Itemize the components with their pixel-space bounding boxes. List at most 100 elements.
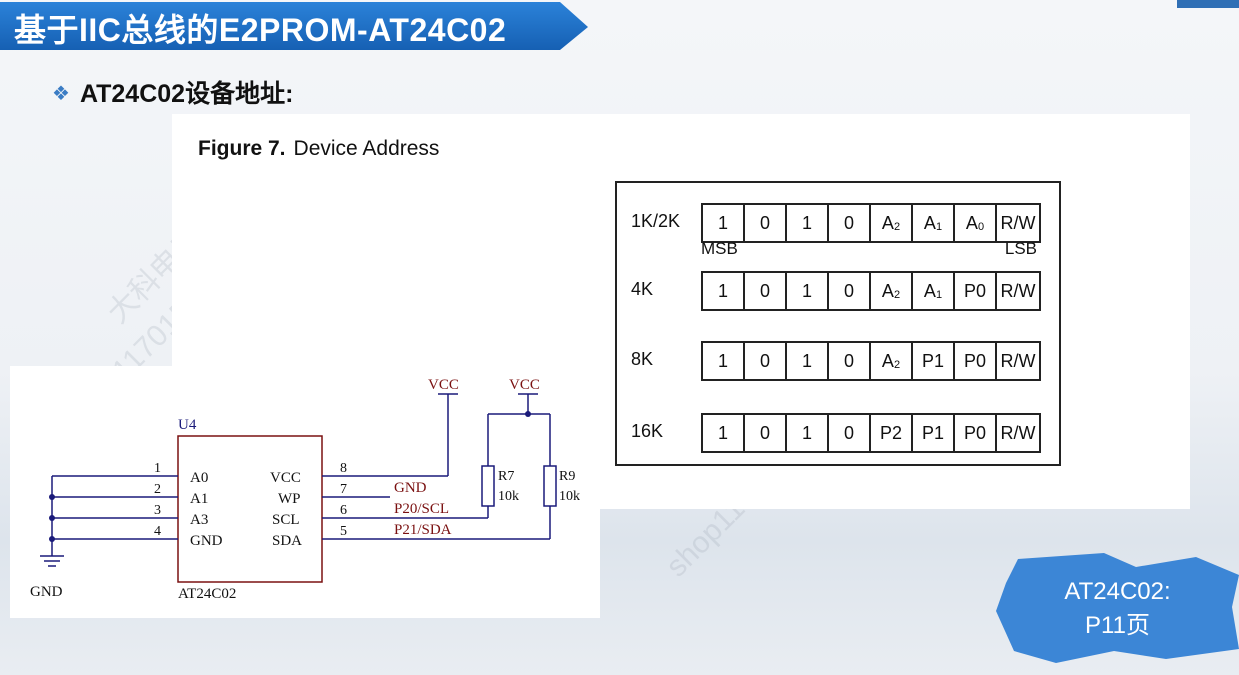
bit-subscript: 2 bbox=[893, 359, 901, 371]
msb-label: MSB bbox=[701, 239, 738, 258]
address-bit-cell: P0 bbox=[955, 415, 997, 451]
bit-value: A bbox=[881, 212, 894, 233]
vcc-label: VCC bbox=[428, 377, 459, 393]
address-bit-cell: P0 bbox=[955, 343, 997, 379]
title-banner-shape bbox=[0, 2, 588, 50]
pin-number: 6 bbox=[340, 503, 347, 518]
gnd-symbol-label: GND bbox=[30, 584, 63, 600]
bit-subscript: 1 bbox=[935, 289, 943, 301]
address-bit-cell: 0 bbox=[829, 415, 871, 451]
bit-subscript: 1 bbox=[935, 221, 943, 233]
pin-number: 8 bbox=[340, 461, 347, 476]
bit-value: A bbox=[923, 212, 936, 233]
address-bit-cell: 0 bbox=[829, 273, 871, 309]
address-bit-cell: 1 bbox=[703, 205, 745, 241]
bit-value: 1 bbox=[717, 350, 728, 371]
badge-text: AT24C02: P11页 bbox=[996, 575, 1239, 643]
left-junctions bbox=[49, 494, 55, 542]
diamond-bullet-icon: ❖ bbox=[52, 83, 70, 105]
badge-line-1: AT24C02: bbox=[1064, 578, 1171, 605]
bit-value: 1 bbox=[801, 212, 812, 233]
right-pin-wires bbox=[322, 393, 557, 540]
bit-value: 0 bbox=[843, 212, 854, 233]
pin-number: 5 bbox=[340, 524, 347, 539]
lsb-label: LSB bbox=[1004, 239, 1037, 258]
bit-value: A bbox=[881, 280, 894, 301]
row-size-label: 16K bbox=[631, 421, 664, 441]
address-bit-cell: 1 bbox=[703, 415, 745, 451]
address-bit-cell: 0 bbox=[745, 273, 787, 309]
vcc-junction bbox=[525, 411, 531, 417]
badge-line-2: P11页 bbox=[1085, 612, 1150, 639]
row-size-label: 8K bbox=[631, 349, 654, 369]
bit-value: 1 bbox=[801, 280, 812, 301]
address-bit-cell: 1 bbox=[787, 205, 829, 241]
bit-subscript: 2 bbox=[893, 221, 901, 233]
pin-number: 2 bbox=[154, 482, 161, 497]
slide-title: 基于IIC总线的E2PROM-AT24C02 bbox=[14, 12, 507, 48]
bit-value: R/W bbox=[1000, 350, 1036, 371]
title-banner: 基于IIC总线的E2PROM-AT24C02 bbox=[0, 0, 590, 52]
pin-name: A1 bbox=[190, 491, 208, 507]
subtitle-text: AT24C02设备地址: bbox=[79, 80, 294, 108]
pin-name: SDA bbox=[272, 533, 302, 549]
chip-ref: U4 bbox=[178, 417, 197, 433]
pin-name: GND bbox=[190, 533, 223, 549]
bit-value: A bbox=[881, 350, 894, 371]
chip-body bbox=[177, 435, 323, 583]
bit-value: 0 bbox=[843, 422, 854, 443]
pin-number: 4 bbox=[154, 524, 161, 539]
bit-value: A bbox=[965, 212, 978, 233]
schematic-drawing: U4 AT24C02 GND 1 2 3 4 A0 A1 A3 GND bbox=[30, 377, 580, 602]
net-label-wp: GND bbox=[394, 480, 427, 496]
net-label-scl: P20/SCL bbox=[394, 501, 449, 517]
figure-title: Device Address bbox=[293, 137, 440, 160]
bit-value: R/W bbox=[1000, 422, 1036, 443]
address-bit-cell: 0 bbox=[745, 415, 787, 451]
address-bit-cell: P1 bbox=[913, 415, 955, 451]
resistor-ref: R9 bbox=[559, 469, 575, 484]
address-bit-cell: 1 bbox=[703, 343, 745, 379]
bit-value: 0 bbox=[759, 280, 770, 301]
address-bit-cell: 1 bbox=[703, 273, 745, 309]
resistor-value: 10k bbox=[559, 489, 580, 504]
address-bit-cell: 0 bbox=[745, 205, 787, 241]
address-bit-cell: 1 bbox=[787, 343, 829, 379]
bit-value: 1 bbox=[717, 212, 728, 233]
vcc-label: VCC bbox=[509, 377, 540, 393]
address-bit-cell: 0 bbox=[829, 343, 871, 379]
pin-name: SCL bbox=[272, 512, 300, 528]
bit-value: P2 bbox=[879, 422, 903, 443]
row-size-label: 1K/2K bbox=[631, 211, 681, 231]
row-size-label: 4K bbox=[631, 279, 654, 299]
bit-value: 0 bbox=[843, 350, 854, 371]
bit-value: 0 bbox=[759, 212, 770, 233]
address-bit-cell: R/W bbox=[997, 343, 1039, 379]
bit-value: 0 bbox=[759, 350, 770, 371]
pin-number: 7 bbox=[340, 482, 347, 497]
address-bit-cell: 0 bbox=[745, 343, 787, 379]
at24c02-schematic: U4 AT24C02 GND 1 2 3 4 A0 A1 A3 GND bbox=[10, 366, 600, 618]
address-bit-cell: 0 bbox=[829, 205, 871, 241]
address-bit-cell: R/W bbox=[997, 205, 1039, 241]
address-bit-cell: P0 bbox=[955, 273, 997, 309]
bit-subscript: 0 bbox=[977, 221, 985, 233]
page-reference-badge: AT24C02: P11页 bbox=[996, 553, 1239, 663]
pin-name: A0 bbox=[190, 470, 208, 486]
address-bit-cell: R/W bbox=[997, 415, 1039, 451]
pin-name: WP bbox=[278, 491, 301, 507]
address-bit-cell: P2 bbox=[871, 415, 913, 451]
resistor-ref: R7 bbox=[498, 469, 514, 484]
bit-value: 0 bbox=[759, 422, 770, 443]
bit-value: 1 bbox=[801, 350, 812, 371]
address-bit-cell: 1 bbox=[787, 415, 829, 451]
